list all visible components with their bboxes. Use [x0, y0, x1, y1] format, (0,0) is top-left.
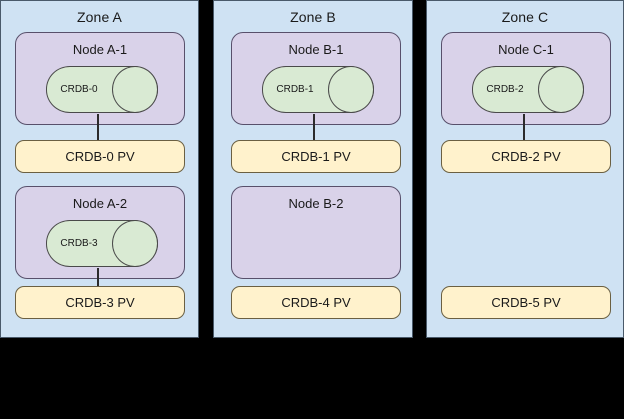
zone-a-title: Zone A — [77, 9, 122, 25]
connector-crdb-2-to-pv — [523, 114, 525, 142]
pod-crdb-1-cylinder[interactable]: CRDB-1 — [262, 66, 374, 113]
pv-crdb-1-box[interactable]: CRDB-1 PV — [231, 140, 401, 173]
pod-crdb-1-label: CRDB-1 — [276, 84, 314, 95]
node-c-1-box[interactable]: Node C-1 CRDB-2 — [441, 32, 611, 125]
pv-crdb-0-box[interactable]: CRDB-0 PV — [15, 140, 185, 173]
zone-a-panel[interactable]: Zone A Node A-1 CRDB-0 CRDB-0 PV Node A-… — [0, 0, 199, 338]
zone-b-title: Zone B — [290, 9, 336, 25]
pv-crdb-3-box[interactable]: CRDB-3 PV — [15, 286, 185, 319]
node-a-1-label: Node A-1 — [72, 42, 128, 57]
zone-c-title: Zone C — [501, 9, 549, 25]
node-b-2-label: Node B-2 — [288, 196, 344, 211]
pv-crdb-5-box[interactable]: CRDB-5 PV — [441, 286, 611, 319]
pod-crdb-0-cylinder[interactable]: CRDB-0 — [46, 66, 158, 113]
zone-b-panel[interactable]: Zone B Node B-1 CRDB-1 CRDB-1 PV Node B-… — [213, 0, 413, 338]
pod-crdb-2-cylinder[interactable]: CRDB-2 — [472, 66, 584, 113]
pod-crdb-0-label: CRDB-0 — [60, 84, 98, 95]
node-a-2-label: Node A-2 — [72, 196, 128, 211]
cylinder-cap — [538, 66, 584, 113]
connector-crdb-3-to-pv — [97, 268, 99, 296]
cylinder-cap — [112, 220, 158, 267]
pod-crdb-3-label: CRDB-3 — [60, 238, 98, 249]
node-c-1-label: Node C-1 — [498, 42, 554, 57]
connector-crdb-0-to-pv — [97, 114, 99, 142]
node-b-1-box[interactable]: Node B-1 CRDB-1 — [231, 32, 401, 125]
pod-crdb-2-label: CRDB-2 — [486, 84, 524, 95]
connector-crdb-1-to-pv — [313, 114, 315, 142]
node-a-2-box[interactable]: Node A-2 CRDB-3 — [15, 186, 185, 279]
cylinder-cap — [112, 66, 158, 113]
pod-crdb-3-cylinder[interactable]: CRDB-3 — [46, 220, 158, 267]
cylinder-cap — [328, 66, 374, 113]
zone-c-panel[interactable]: Zone C Node C-1 CRDB-2 CRDB-2 PV CRDB-5 … — [426, 0, 624, 338]
node-a-1-box[interactable]: Node A-1 CRDB-0 — [15, 32, 185, 125]
pv-crdb-4-box[interactable]: CRDB-4 PV — [231, 286, 401, 319]
node-b-2-box[interactable]: Node B-2 — [231, 186, 401, 279]
pv-crdb-2-box[interactable]: CRDB-2 PV — [441, 140, 611, 173]
node-b-1-label: Node B-1 — [288, 42, 344, 57]
